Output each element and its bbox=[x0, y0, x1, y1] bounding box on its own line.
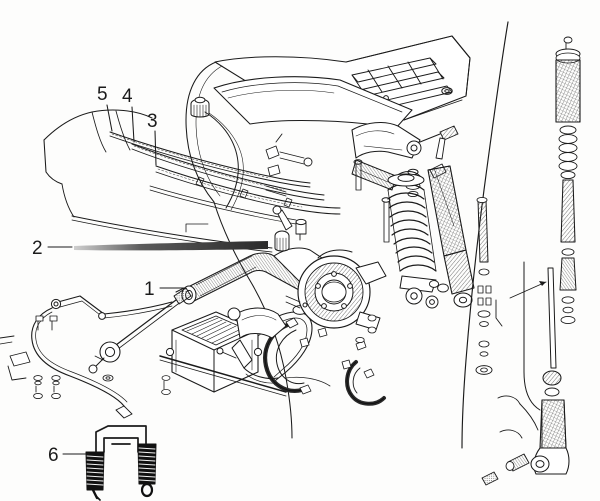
callout-number-2[interactable]: 2 bbox=[32, 238, 43, 259]
misc-parts bbox=[265, 185, 365, 370]
right-hardware-column bbox=[475, 196, 493, 375]
molding-strips-group bbox=[43, 109, 341, 253]
leader-line-4 bbox=[131, 106, 135, 143]
callout-number-4[interactable]: 4 bbox=[122, 86, 133, 107]
callout-number-1[interactable]: 1 bbox=[144, 279, 155, 300]
rear-shock-group bbox=[555, 36, 581, 325]
leader-line-5 bbox=[106, 104, 113, 132]
callout-number-5[interactable]: 5 bbox=[97, 84, 108, 105]
body-panel-group bbox=[185, 35, 471, 439]
control-arm-group bbox=[265, 121, 459, 198]
grommet-group bbox=[190, 96, 244, 211]
callout-number-6[interactable]: 6 bbox=[48, 445, 59, 466]
brake-hub-group bbox=[263, 159, 391, 406]
shock-absorber-group bbox=[427, 137, 475, 308]
return-springs-group bbox=[85, 425, 157, 501]
hardware-left-group bbox=[33, 315, 114, 400]
leader-line-3 bbox=[154, 130, 157, 166]
coil-spring-group bbox=[387, 171, 439, 309]
rear-strut-group bbox=[481, 267, 570, 486]
body-contour-right bbox=[461, 21, 541, 449]
lower-control-arm-group bbox=[216, 307, 287, 384]
linkage-rod-group bbox=[0, 287, 192, 419]
callout-number-3[interactable]: 3 bbox=[147, 111, 158, 132]
